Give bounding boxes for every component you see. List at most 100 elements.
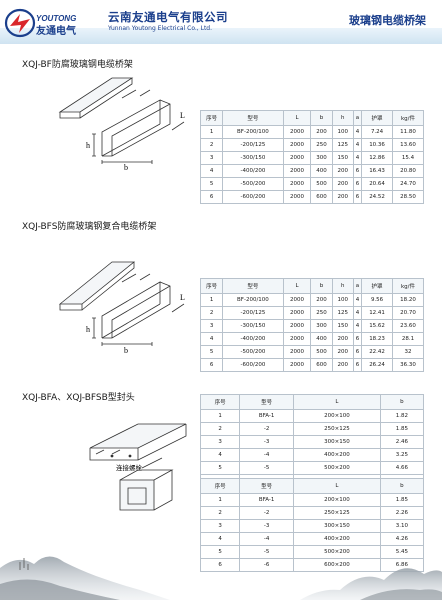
table-cell: -400/200 [222,164,284,178]
column-header: kg/件 [392,278,424,294]
table-cell: 6 [352,190,363,204]
dim-label-l: L [180,111,185,120]
table-cell: 12.41 [361,306,394,320]
logo-emblem-icon: YOUTONG 友通电气 [4,8,76,38]
column-header: 序号 [199,278,224,294]
table-cell: 1 [199,293,224,307]
table-cell: 4 [199,332,224,346]
table-cell: 2000 [282,358,312,372]
column-header: L [293,394,381,410]
table-cell: 200 [331,164,354,178]
column-header: b [310,110,333,126]
table-cell: 200 [331,345,354,359]
table-cell: 300 [310,319,333,333]
table-cell: 250×125 [293,506,381,520]
table-cell: 125 [331,138,354,152]
column-header: 序号 [199,110,224,126]
table-cell: 250 [310,306,333,320]
table-cell: 13.60 [392,138,424,152]
table-cell: 15.4 [392,151,424,165]
table-cell: 4 [199,448,241,462]
column-header: 型号 [222,278,284,294]
table-cell: -500/200 [222,345,284,359]
table-cell: 500×200 [293,461,381,475]
table-cell: 6 [352,332,363,346]
table-cell: -5 [239,461,295,475]
table-cell: 6 [352,345,363,359]
table-cell: 4 [352,306,363,320]
column-header: 序号 [199,394,241,410]
table-cell: 2000 [282,138,312,152]
table-cell: 4 [352,151,363,165]
ink-landscape-decoration [0,556,442,600]
table-cell: 2000 [282,306,312,320]
table-cell: 32 [392,345,424,359]
table-cell: 1 [199,125,224,139]
column-header: L [293,478,381,494]
table-cell: 200 [310,293,333,307]
table-cell: -300/150 [222,151,284,165]
table-cell: 600×200 [293,558,381,572]
table-cell: 3.25 [379,448,425,462]
bolt-label: 连接螺栓 [116,463,143,472]
table-cell: 20.70 [392,306,424,320]
table-cell: 600 [310,358,333,372]
table-cell: 1.85 [379,422,425,436]
column-header: a [352,110,363,126]
table-cell: 2000 [282,332,312,346]
table-cell: 22.42 [361,345,394,359]
end-cap-diagram: 连接螺栓 [89,423,187,511]
section-title-bfs: XQJ-BFS防腐玻璃钢复合电缆桥架 [22,222,157,232]
table-cell: 1.82 [379,409,425,423]
table-cell: 500 [310,177,333,191]
company-name-cn: 云南友通电气有限公司 [108,10,228,24]
table-cell: 11.80 [392,125,424,139]
company-logo: YOUTONG 友通电气 [4,6,100,40]
company-name-en: Yunnan Youtong Electrical Co., Ltd. [108,25,213,32]
table-cell: 10.36 [361,138,394,152]
table-cell: -600/200 [222,358,284,372]
table-cell: 150 [331,151,354,165]
table-cell: BFA-1 [239,493,295,507]
table-cell: -3 [239,519,295,533]
table-cell: -200/125 [222,138,284,152]
table-cell: 6 [199,358,224,372]
table-cell: 2 [199,306,224,320]
table-cell: 2000 [282,319,312,333]
bf-tray-diagram: h b L [58,77,185,170]
column-header: b [379,478,425,494]
bfs-tray-diagram: h b L [58,261,185,355]
table-cell: -500/200 [222,177,284,191]
table-cell: 3 [199,319,224,333]
table-cell: 20.64 [361,177,394,191]
table-cell: 4 [352,138,363,152]
table-cell: 400 [310,164,333,178]
table-cell: -400/200 [222,332,284,346]
table-cell: 4.66 [379,461,425,475]
table-cell: -600/200 [222,190,284,204]
table-cell: 18.20 [392,293,424,307]
column-header: b [310,278,333,294]
table-cell: 2000 [282,125,312,139]
table-cell: 6 [199,190,224,204]
column-header: kg/件 [392,110,424,126]
table-cell: 500 [310,345,333,359]
table-cell: 2000 [282,293,312,307]
header-band [0,28,442,44]
table-cell: 200 [310,125,333,139]
table-cell: 3.10 [379,519,425,533]
dim-label-l: L [180,293,185,302]
